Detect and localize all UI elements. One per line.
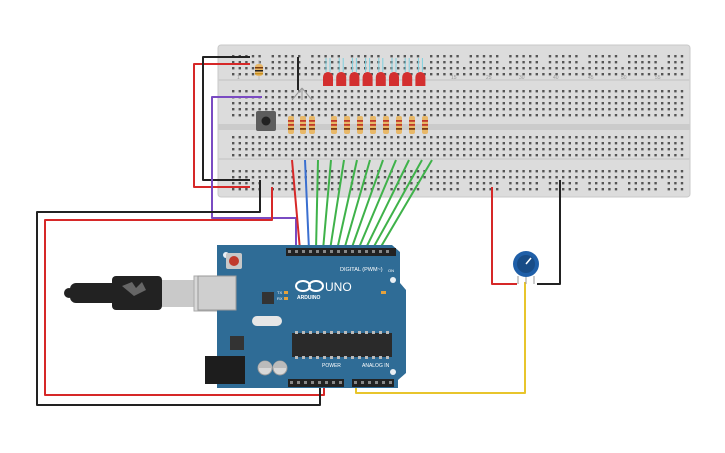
green-wires <box>315 159 433 251</box>
resistor-6 <box>357 116 363 134</box>
on-label: ON <box>388 268 394 273</box>
black-wire-rail <box>202 56 250 181</box>
resistor-9 <box>396 116 402 134</box>
resistor-4 <box>331 116 337 134</box>
led-7 <box>402 58 413 86</box>
resistor-pullup <box>255 60 263 80</box>
led-8 <box>415 58 426 86</box>
led-2 <box>336 58 347 86</box>
resistor-11 <box>422 116 428 134</box>
red-wire-rail <box>193 63 250 188</box>
tx-label: TX <box>277 290 282 295</box>
wires <box>36 56 561 406</box>
led-5 <box>375 58 386 86</box>
led-row <box>323 58 426 86</box>
col-num-45: 45 <box>588 75 594 81</box>
digital-pin-holes <box>288 250 389 253</box>
resistor-10 <box>409 116 415 134</box>
col-num-1: 1 <box>237 75 240 81</box>
resistor-5 <box>344 116 350 134</box>
power-header <box>288 379 344 387</box>
analog-header <box>352 379 394 387</box>
blue-wire-pin12 <box>304 159 310 251</box>
potentiometer[interactable] <box>513 251 539 284</box>
purple-wire-button <box>211 96 297 250</box>
rx-label: RX <box>277 296 283 301</box>
resistor-row <box>288 116 428 134</box>
arduino-logo: UNO ARDUINO <box>295 280 352 301</box>
digital-label: DIGITAL (PWM~) <box>340 267 383 273</box>
usb-chip <box>262 292 274 304</box>
yellow-wire-pot <box>355 282 526 394</box>
voltage-regulator <box>230 336 244 350</box>
black-wire-pot <box>537 180 561 285</box>
resistor-7 <box>370 116 376 134</box>
red-wire-pin13 <box>291 159 301 251</box>
col-num-30: 30 <box>519 75 525 81</box>
resistor-3 <box>309 116 315 134</box>
col-num-40: 40 <box>553 75 559 81</box>
power-label: POWER <box>322 363 341 369</box>
resistor-1 <box>288 116 294 134</box>
power-jack <box>205 356 245 384</box>
reset-button[interactable] <box>226 253 242 269</box>
breadboard: 1 15 25 30 40 45 50 55 <box>217 44 691 198</box>
crystal <box>252 316 282 326</box>
usb-icon <box>122 282 146 296</box>
usb-port <box>197 275 237 311</box>
uno-text: UNO <box>325 280 352 294</box>
col-num-55: 55 <box>655 75 661 81</box>
analog-label: ANALOG IN <box>362 363 390 369</box>
led-3 <box>349 58 360 86</box>
pushbutton[interactable] <box>256 111 276 131</box>
resistor-2 <box>300 116 306 134</box>
atmega-chip <box>292 331 392 359</box>
col-num-20: 15 <box>451 75 457 81</box>
led-1 <box>323 58 333 86</box>
digital-header <box>286 248 396 256</box>
led-4 <box>362 58 373 86</box>
red-wire-5v <box>44 187 325 396</box>
column-numbers-top: 1 15 25 30 40 45 50 55 <box>237 75 661 81</box>
black-wire-gnd <box>36 180 321 406</box>
led-6 <box>389 58 399 86</box>
arduino-text: ARDUINO <box>297 295 320 301</box>
resistor-8 <box>383 116 389 134</box>
led-small-legs <box>291 87 313 101</box>
col-num-25: 25 <box>486 75 492 81</box>
red-wire-pot <box>491 187 517 285</box>
capacitors <box>257 360 288 376</box>
col-num-50: 50 <box>621 75 627 81</box>
arduino-uno: DIGITAL (PWM~) ON TX RX UNO ARDUINO <box>197 245 406 388</box>
